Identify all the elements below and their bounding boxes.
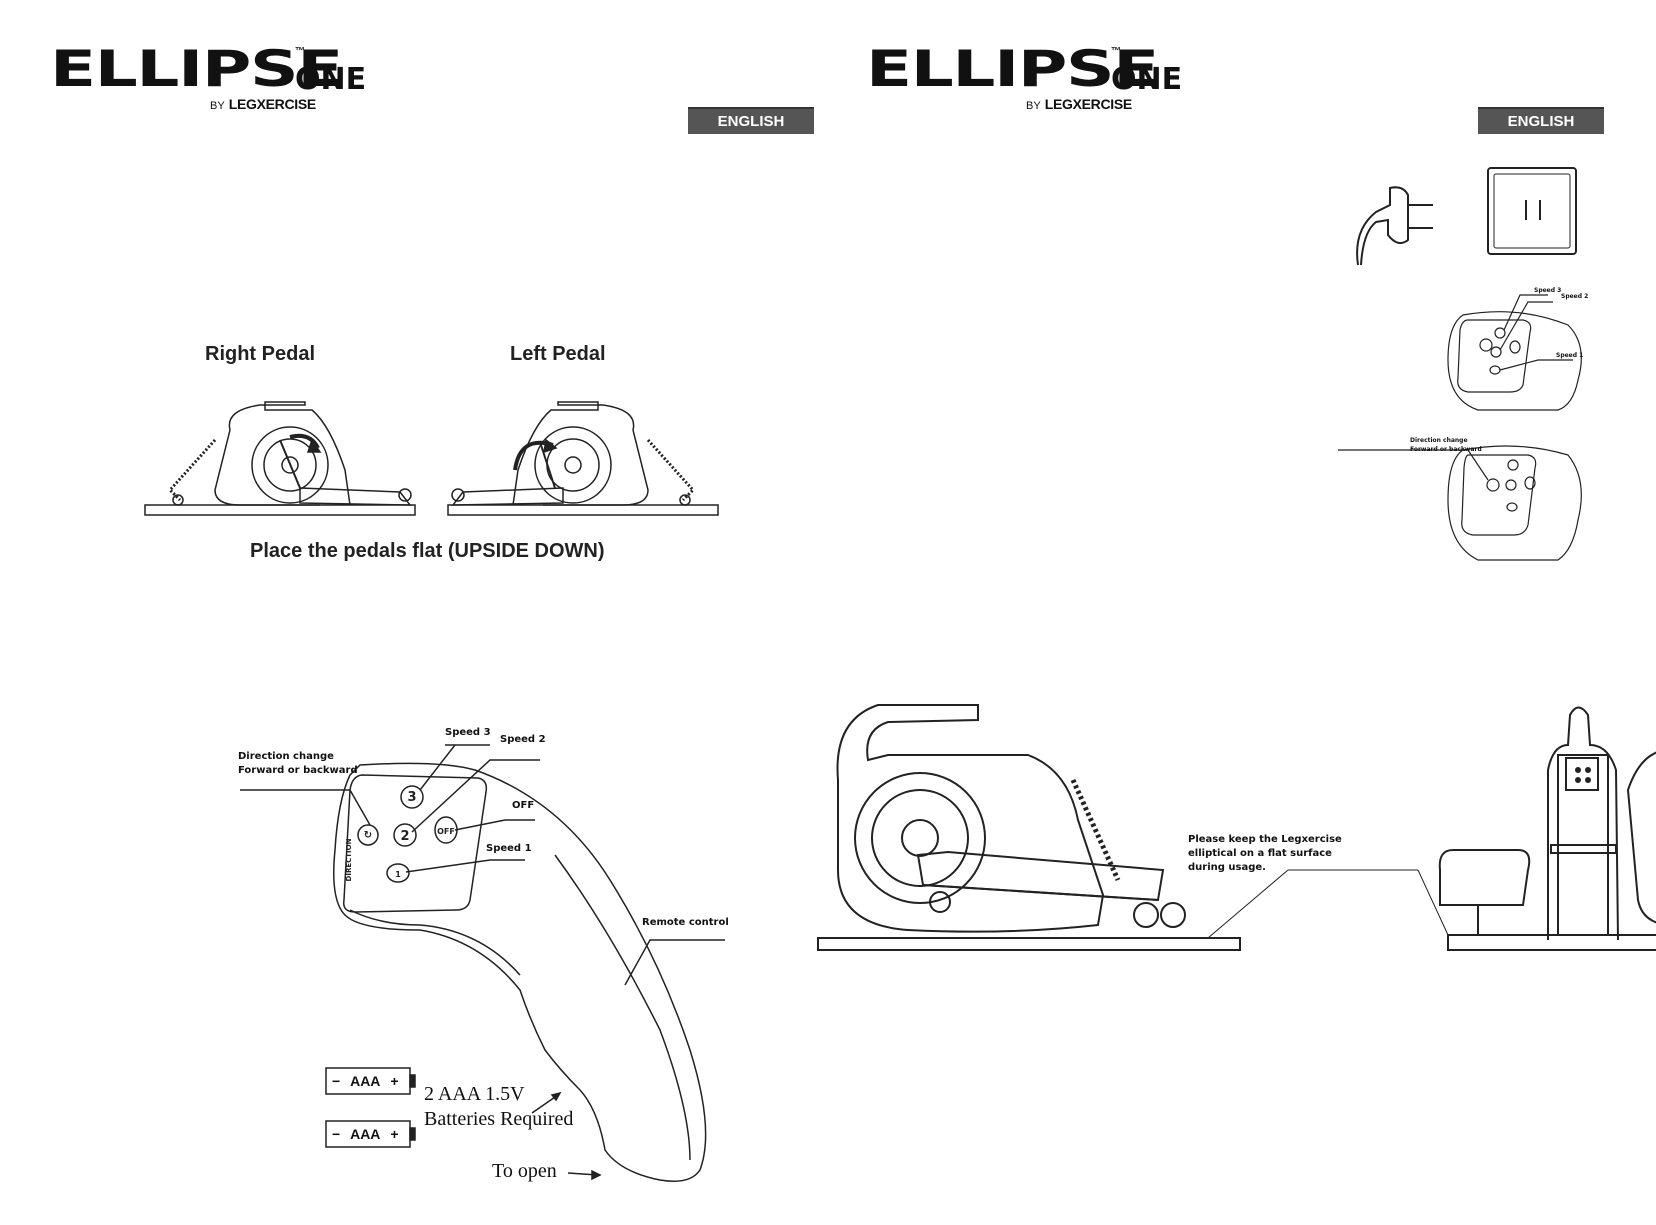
- brand-by: BY: [210, 100, 225, 112]
- remote-control-label: Remote control: [642, 917, 729, 928]
- battery-2-plus: +: [390, 1126, 399, 1142]
- trademark-mark: ™: [295, 46, 305, 57]
- button-direction-label: DIRECTION: [345, 838, 353, 881]
- plug-outlet-icon: [1356, 167, 1577, 266]
- small-remote-speed1: Speed 1: [1556, 352, 1584, 359]
- small-remote-2: [1338, 445, 1582, 561]
- small-remote-1: [1447, 294, 1582, 411]
- pedal-illustrations: [144, 401, 719, 516]
- battery-2-minus: −: [332, 1126, 341, 1142]
- battery-1-plus: +: [390, 1073, 399, 1089]
- remote-speed2-label: Speed 2: [500, 734, 546, 745]
- button-off-glyph: OFF: [437, 827, 455, 836]
- remote-off-label: OFF: [512, 800, 535, 811]
- brand-suffix: ONE: [295, 62, 367, 97]
- brand-suffix-right: ONE: [1111, 62, 1183, 97]
- remote-speed3-label: Speed 3: [445, 727, 491, 738]
- brand-by-right: BY: [1026, 100, 1041, 112]
- small-remote-speed2: Speed 2: [1561, 293, 1589, 300]
- battery-1-minus: −: [332, 1073, 341, 1089]
- small-remote-direction-line1: Direction change: [1410, 437, 1468, 444]
- right-page-illustrations: [817, 167, 1656, 951]
- button-speed-2-glyph: 2: [400, 829, 409, 844]
- front-view-dots: [1575, 767, 1591, 783]
- battery-1: − AAA +: [332, 1073, 399, 1089]
- button-speed-1-glyph: 1: [395, 870, 401, 879]
- right-pedal-drawing: [144, 401, 416, 516]
- batteries-line1: 2 AAA 1.5V: [424, 1083, 525, 1105]
- language-badge-right: ENGLISH: [1478, 107, 1604, 134]
- remote-speed1-label: Speed 1: [486, 843, 532, 854]
- right-pedal-title: Right Pedal: [205, 343, 316, 365]
- remote-control-diagram: 3 2 1 OFF ↻ DIRECTION: [240, 744, 725, 1182]
- brand-maker-right: LEGXERCISE: [1044, 96, 1133, 112]
- pedal-caption: Place the pedals flat (UPSIDE DOWN): [250, 540, 605, 562]
- remote-direction-label-line2: Forward or backward: [238, 765, 358, 776]
- remote-direction-label-line1: Direction change: [238, 751, 334, 762]
- battery-2: − AAA +: [332, 1126, 399, 1142]
- trademark-mark-right: ™: [1111, 46, 1121, 57]
- brand-name: ELLIPSE: [50, 40, 343, 98]
- left-pedal-title: Left Pedal: [510, 343, 606, 365]
- batteries-line2: Batteries Required: [424, 1108, 574, 1130]
- elliptical-side-view: [817, 704, 1449, 951]
- surface-note-line1: Please keep the Legxercise: [1188, 834, 1342, 845]
- small-remote-speed3: Speed 3: [1534, 287, 1562, 294]
- brand-name-right: ELLIPSE: [866, 40, 1159, 98]
- button-speed-3-glyph: 3: [407, 790, 416, 805]
- small-remote-direction-line2: Forward or backward: [1410, 446, 1482, 453]
- to-open-label: To open: [492, 1160, 557, 1182]
- surface-note-line2: elliptical on a flat surface: [1188, 848, 1332, 859]
- brand-maker: LEGXERCISE: [228, 96, 317, 112]
- battery-1-label: AAA: [350, 1073, 381, 1089]
- left-pedal-drawing: [447, 401, 719, 516]
- language-badge: ENGLISH: [688, 107, 814, 134]
- elliptical-front-view: [1438, 706, 1656, 951]
- battery-2-label: AAA: [350, 1126, 381, 1142]
- surface-note-line3: during usage.: [1188, 862, 1266, 873]
- button-direction-glyph: ↻: [364, 830, 372, 841]
